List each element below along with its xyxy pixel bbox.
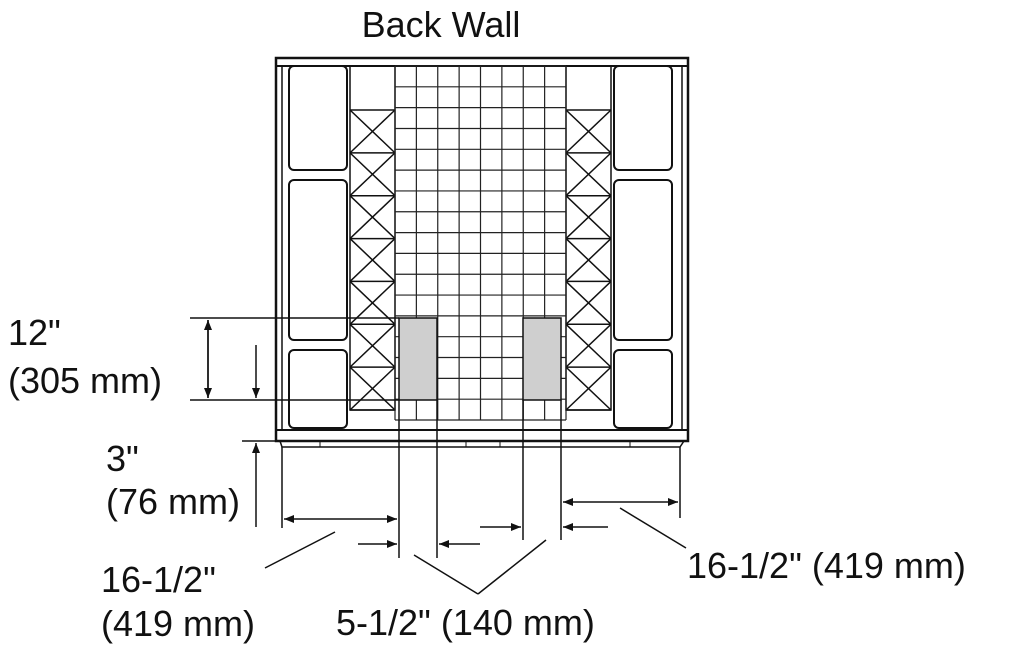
center-grid [394, 65, 567, 421]
cross-brace [349, 323, 396, 368]
back-wall-title: Back Wall [362, 4, 521, 45]
cross-brace [349, 109, 396, 154]
left-gray-block [398, 317, 438, 401]
cross-brace [565, 238, 612, 282]
right-gray-block [522, 317, 562, 401]
extension-lines [281, 400, 681, 558]
cross-brace [349, 280, 396, 325]
right-compartments [613, 65, 673, 429]
cross-brace [349, 152, 396, 197]
height-dimension [190, 317, 399, 401]
leader-lines [264, 507, 687, 595]
cross-brace [349, 238, 396, 282]
offset-dimension [242, 440, 276, 527]
cross-brace [565, 109, 612, 154]
cross-brace [349, 366, 396, 411]
right-width-label: 16-1/2" (419 mm) [687, 545, 966, 586]
cross-brace [565, 366, 612, 411]
left-compartments [288, 65, 348, 429]
left-width-mm-label: (419 mm) [101, 603, 255, 644]
offset-mm-label: (76 mm) [106, 481, 240, 522]
left-width-inches-label: 16-1/2" [101, 559, 216, 600]
left-cross-column [349, 65, 396, 411]
height-inches-label: 12" [8, 312, 61, 353]
cross-brace [565, 323, 612, 368]
cross-brace [349, 195, 396, 240]
height-mm-label: (305 mm) [8, 360, 162, 401]
cross-brace [565, 195, 612, 240]
horizontal-dimension-arrows [284, 498, 678, 548]
center-gap-label: 5-1/2" (140 mm) [336, 602, 595, 643]
offset-inches-label: 3" [106, 438, 139, 479]
cross-brace [565, 280, 612, 325]
pan-frame [274, 56, 690, 448]
right-cross-column [565, 65, 612, 411]
cross-brace [565, 152, 612, 197]
